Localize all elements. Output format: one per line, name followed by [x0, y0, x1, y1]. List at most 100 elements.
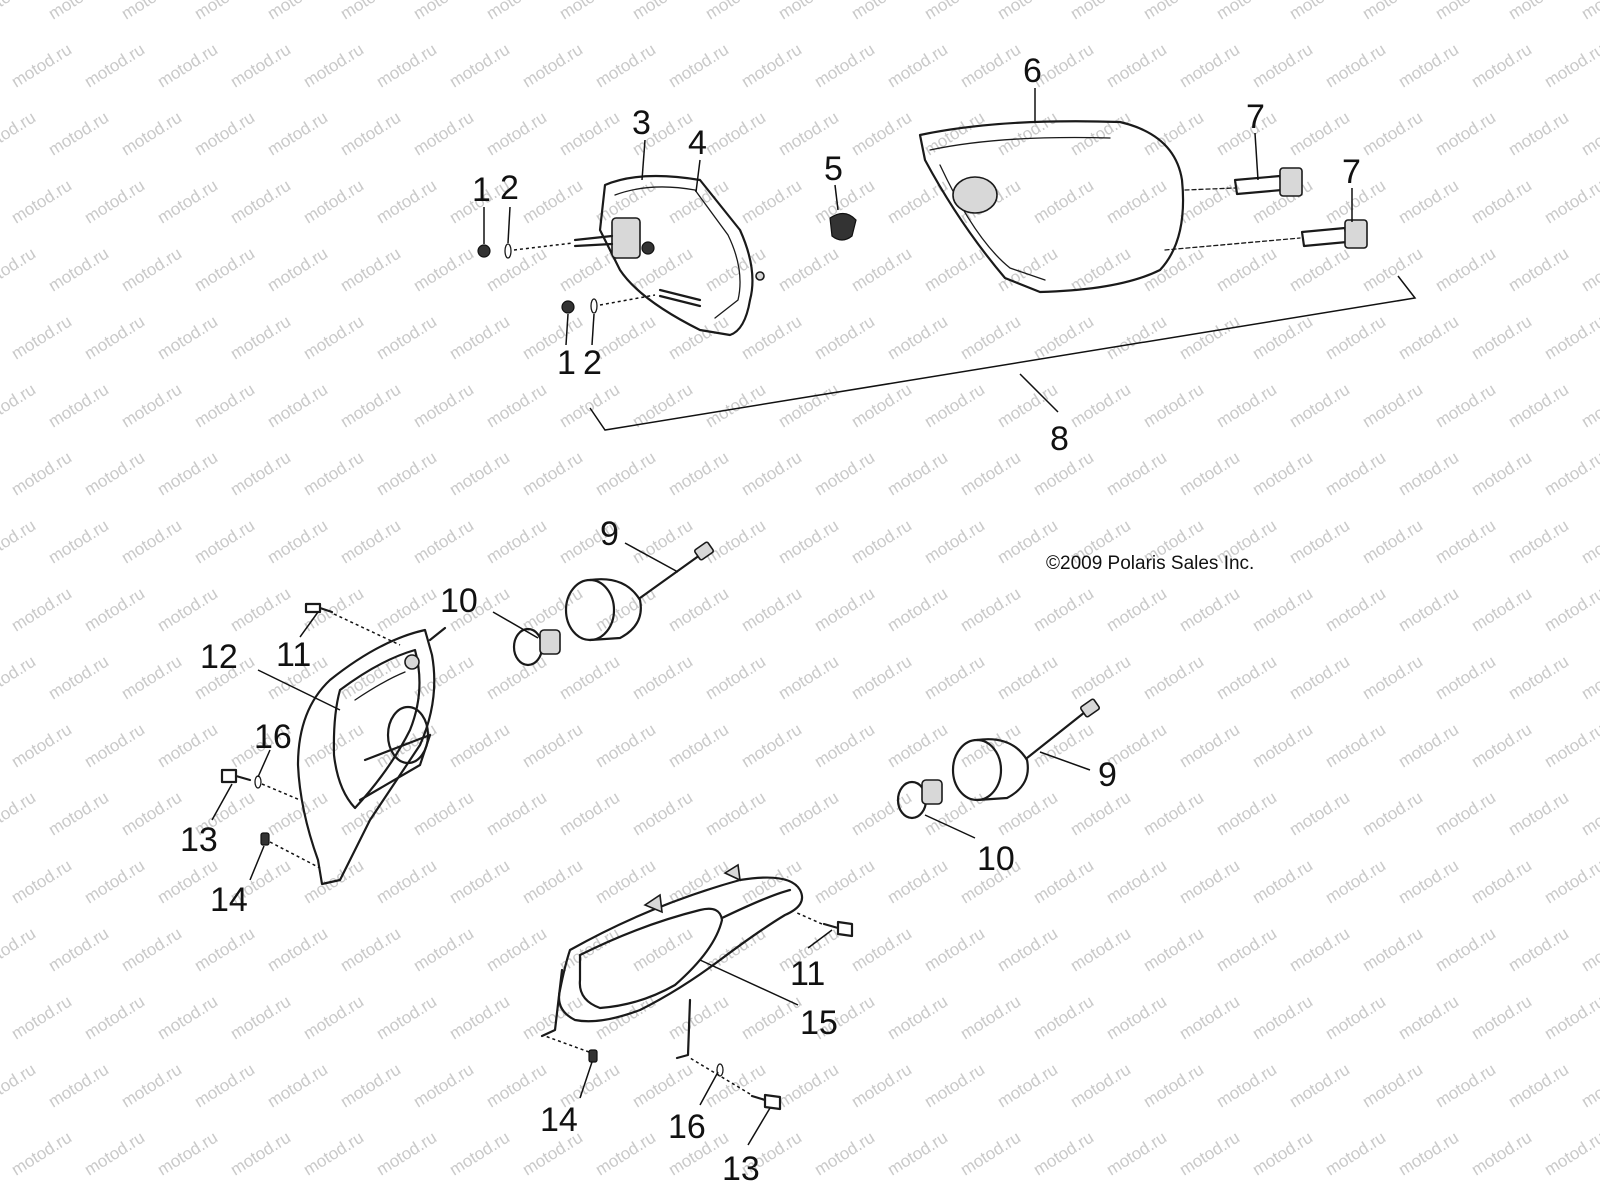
socket-9-right: [951, 698, 1101, 802]
clip-nut-icon: [829, 212, 857, 241]
nut-upper-icon: [477, 244, 491, 258]
callout-11-right: 11: [790, 955, 825, 993]
socket-right-connector: [1079, 698, 1101, 718]
callout-11-left: 11: [276, 636, 311, 674]
screw-13-right-shank: [750, 1094, 767, 1102]
callout-labels: 1 2 3 4 5 6 7 7 1 2 8 9 10 11 12 16 13 1…: [180, 52, 1361, 1188]
leader-14a: [249, 845, 265, 881]
bulb-left-base: [539, 629, 561, 655]
callout-6: 6: [1023, 52, 1042, 90]
callout-14-right: 14: [540, 1101, 578, 1139]
leader-16a: [257, 749, 271, 778]
washer-upper-icon: [504, 243, 512, 259]
leader-2a: [507, 206, 511, 244]
screw-13-left-head: [220, 768, 238, 784]
leader-16b: [699, 1071, 719, 1106]
callout-13-right: 13: [722, 1150, 760, 1188]
socket-9-left: [564, 541, 715, 642]
leader-1b: [565, 313, 569, 346]
nut-14-right: [544, 1035, 598, 1063]
callout-9-left: 9: [600, 515, 619, 553]
callout-10-right: 10: [977, 840, 1015, 878]
callout-7-lower: 7: [1342, 153, 1361, 191]
headlight-bracket-assembly: [573, 174, 765, 337]
lamp-right-lens: [578, 907, 724, 1010]
lamp-left-tab: [404, 654, 420, 670]
screw-11-right: [794, 911, 854, 938]
socket-right-wire: [1025, 710, 1087, 760]
housing-edge: [939, 164, 1046, 281]
watermark-text: motod.ru: [1578, 0, 1600, 23]
lamp-right-tab-1: [643, 893, 663, 914]
bracket-tab: [755, 271, 765, 281]
leader-4: [695, 159, 701, 193]
callout-5: 5: [824, 150, 843, 188]
screw-13-left-shank: [234, 774, 252, 782]
callout-16-left: 16: [254, 718, 292, 756]
washer-16-left: [254, 775, 262, 789]
leader-9b: [1039, 751, 1091, 771]
bulb-left-glass: [512, 627, 544, 667]
leader-7a: [1254, 132, 1259, 181]
bolts-7: [1233, 167, 1368, 249]
lamp-left-clip: [428, 626, 447, 642]
leader-11a: [299, 611, 319, 638]
bulb-right-base: [921, 779, 943, 805]
bulb-10-left: [512, 627, 561, 667]
headlight-housing-6: [918, 120, 1301, 294]
leader-9a: [624, 542, 679, 573]
bracket-inner: [614, 186, 741, 319]
leader-10a: [492, 611, 539, 639]
housing-socket: [952, 176, 998, 214]
bracket-hole: [641, 241, 655, 255]
stud-lower: [658, 288, 702, 308]
lamp-left-strut: [358, 733, 432, 802]
callout-9-right: 9: [1098, 756, 1117, 794]
leader-10b: [924, 814, 976, 839]
leader-15: [699, 959, 799, 1006]
socket-left-ring: [564, 578, 616, 642]
leader-3: [641, 139, 646, 181]
callout-13-left: 13: [180, 821, 218, 859]
screw-13-left-axis: [261, 783, 301, 801]
assembly-bracket-8: [589, 275, 1417, 431]
lamp-left-lens: [332, 648, 421, 810]
lamp-right-mount-left: [540, 968, 564, 1038]
lamp-left-assembly: [296, 626, 447, 886]
socket-left-body: [588, 578, 642, 642]
stud-upper: [573, 234, 614, 248]
callout-7-upper: 7: [1246, 98, 1265, 136]
lamp-right-tab-2: [723, 863, 741, 882]
copyright-notice: ©2009 Polaris Sales Inc.: [1046, 553, 1254, 574]
screw-11-right-shank: [822, 922, 840, 930]
screw-11-right-axis: [794, 911, 823, 925]
bracket-outline: [598, 174, 754, 337]
callout-8: 8: [1050, 420, 1069, 458]
screw-11-left-axis: [333, 613, 401, 646]
housing-rim: [929, 136, 1111, 151]
housing-shell: [918, 120, 1185, 294]
axis-line-upper: [513, 242, 574, 251]
callout-1-lower: 1: [557, 344, 576, 382]
housing-bolt-lines: [1164, 187, 1301, 251]
bracket-housing: [611, 217, 641, 259]
callout-2-lower: 2: [583, 344, 602, 382]
nut-14-right-icon: [588, 1049, 598, 1063]
screw-11-left: [304, 602, 401, 646]
callout-14-left: 14: [210, 881, 248, 919]
lamp-left-inner: [354, 671, 406, 701]
bolt-lower-head: [1344, 219, 1368, 249]
nut-14-left-icon: [260, 832, 270, 846]
nut-washer-upper: [477, 242, 574, 259]
bolt-upper-head: [1279, 167, 1303, 197]
screw-13-left: [220, 768, 301, 801]
leader-14b: [579, 1061, 593, 1099]
lamp-right-rim: [720, 888, 792, 920]
screw-13-right: [689, 1057, 782, 1111]
socket-left-wire: [638, 553, 702, 600]
screw-11-left-shank: [318, 606, 334, 614]
screw-13-right-head: [763, 1093, 782, 1111]
